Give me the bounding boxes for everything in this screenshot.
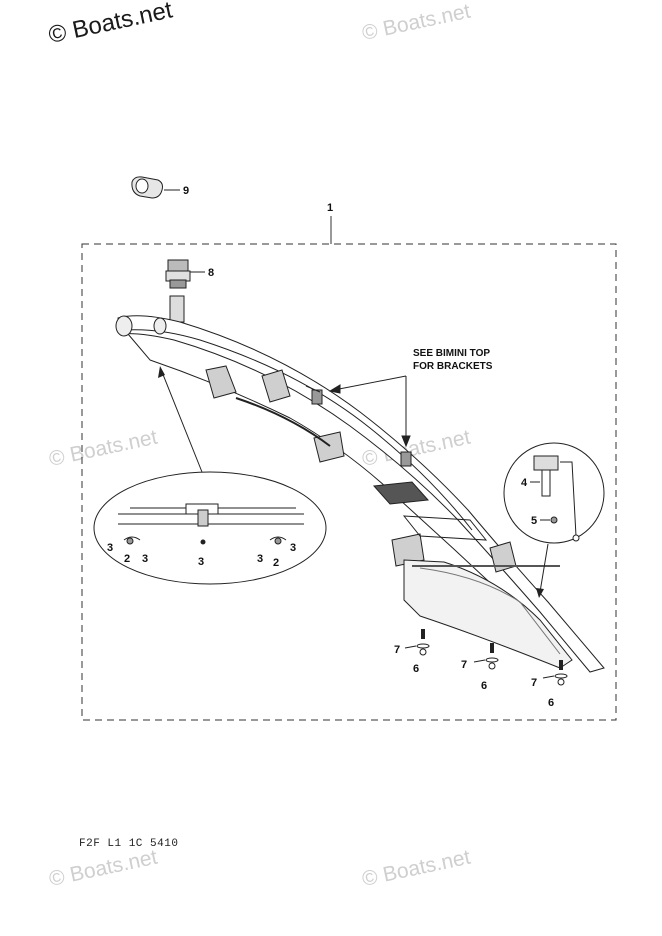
callout-7-mid: 7 <box>461 659 467 671</box>
note-bimini-line2: FOR BRACKETS <box>413 361 493 372</box>
callout-3-c: 3 <box>198 556 204 568</box>
callout-3-a: 3 <box>107 542 113 554</box>
part-8-fitting <box>165 259 205 289</box>
callout-5: 5 <box>531 515 537 527</box>
callout-2-a: 2 <box>124 553 130 565</box>
note-bimini-line1: SEE BIMINI TOP <box>413 348 490 359</box>
callout-7-left: 7 <box>394 644 400 656</box>
mounting-studs <box>421 629 563 670</box>
callout-4: 4 <box>521 477 528 489</box>
tower-frame <box>115 295 605 673</box>
hardware-stack-left <box>404 643 430 656</box>
note-arrows <box>328 375 411 448</box>
bimini-bracket-lower <box>400 451 412 467</box>
part-9-plug <box>131 176 180 199</box>
callout-3-d: 3 <box>257 553 263 565</box>
callout-3-e: 3 <box>290 542 296 554</box>
hardware-stack-mid <box>473 657 499 670</box>
detail-view-fasteners <box>503 442 605 598</box>
bimini-bracket-upper <box>305 385 323 405</box>
detail-view-rail <box>93 366 327 585</box>
callout-6-mid: 6 <box>481 680 487 692</box>
drawing-code: F2F L1 1C 5410 <box>79 838 179 850</box>
callout-3-b: 3 <box>142 553 148 565</box>
assembly-boundary <box>81 243 617 721</box>
hardware-stack-right <box>542 673 568 686</box>
callout-6-right: 6 <box>548 697 554 709</box>
callout-7-right: 7 <box>531 677 537 689</box>
callout-8: 8 <box>208 267 214 279</box>
callout-1: 1 <box>327 202 333 214</box>
callout-2-b: 2 <box>273 557 279 569</box>
callout-6-left: 6 <box>413 663 419 675</box>
callout-9: 9 <box>183 185 189 197</box>
